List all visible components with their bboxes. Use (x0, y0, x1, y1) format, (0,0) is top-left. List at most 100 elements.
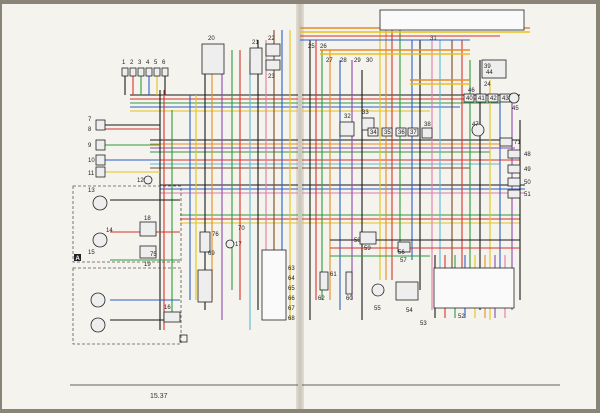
label-17: 17 (235, 242, 242, 248)
lamp-13 (92, 195, 108, 211)
label-63: 63 (288, 266, 295, 272)
label-65: 65 (288, 286, 295, 292)
label-69: 69 (208, 251, 215, 257)
label-1: 1 (122, 60, 126, 66)
label-12: 12 (137, 178, 144, 184)
label-11: 11 (88, 171, 95, 177)
label-55: 55 (374, 306, 381, 312)
label-76: 76 (212, 232, 219, 238)
connector-7 (95, 119, 106, 131)
battery-54 (395, 281, 419, 301)
label-42: 42 (490, 96, 497, 102)
label-59: 59 (364, 246, 371, 252)
connector-16 (163, 311, 181, 323)
lamp-45 (508, 92, 520, 104)
lamp-12 (143, 175, 153, 185)
label-28: 28 (340, 58, 347, 64)
label-54: 54 (406, 308, 413, 314)
connector-51 (507, 189, 521, 199)
label-62: 62 (318, 296, 325, 302)
label-43: 43 (502, 96, 509, 102)
label-70: 70 (238, 226, 245, 232)
label-39: 39 (484, 64, 491, 70)
label-66: 66 (288, 296, 295, 302)
label-57: 57 (400, 258, 407, 264)
label-27: 27 (326, 58, 333, 64)
label-2: 2 (130, 60, 134, 66)
connector-57 (397, 241, 411, 253)
connector-71 (499, 137, 513, 147)
label-41: 41 (478, 96, 485, 102)
fuse-box-52 (433, 267, 515, 309)
connector-32 (339, 121, 355, 137)
label-4: 4 (146, 60, 150, 66)
component-labels: 1 2 3 4 5 6 7 8 9 10 11 12 13 14 15 16 1… (88, 36, 531, 327)
right-page (300, 4, 596, 409)
label-9: 9 (88, 143, 92, 149)
box-a-label: A (76, 256, 81, 262)
connector-40 (463, 93, 475, 103)
lamp-77 (225, 239, 235, 249)
lamp-14b (90, 317, 106, 333)
connector-11 (95, 166, 106, 178)
sensor-62 (319, 271, 329, 291)
connector-37 (407, 127, 419, 137)
label-71: 71 (514, 140, 521, 146)
label-48: 48 (524, 152, 531, 158)
connector-36 (395, 127, 407, 137)
label-32: 32 (344, 114, 351, 120)
connector-34 (367, 127, 379, 137)
label-14: 14 (106, 228, 113, 234)
label-36: 36 (398, 130, 405, 136)
label-67: 67 (288, 306, 295, 312)
label-15: 15 (88, 250, 95, 256)
label-19: 19 (144, 262, 151, 268)
connector-block-63 (261, 249, 287, 321)
label-5: 5 (154, 60, 158, 66)
label-21: 21 (252, 40, 259, 46)
relay-19 (139, 245, 157, 259)
label-50: 50 (524, 180, 531, 186)
switch-2 (129, 67, 137, 77)
label-37: 37 (410, 130, 417, 136)
page-number: 15.37 (150, 393, 168, 400)
label-10: 10 (88, 158, 95, 164)
connector-38 (421, 127, 433, 139)
connector-31 (379, 9, 525, 31)
label-20: 20 (208, 36, 215, 42)
label-64: 64 (288, 276, 295, 282)
book-gutter (296, 4, 304, 409)
lamp-11b (90, 292, 106, 308)
label-29: 29 (354, 58, 361, 64)
connector-49 (507, 164, 521, 174)
connector-10 (95, 154, 106, 166)
connector-41 (475, 93, 487, 103)
lamp-55 (371, 283, 385, 297)
block-76 (199, 231, 211, 253)
connector-23 (265, 59, 281, 71)
relay-18 (139, 221, 157, 237)
label-13: 13 (88, 188, 95, 194)
connector-42 (487, 93, 499, 103)
label-52: 52 (458, 314, 465, 320)
label-61: 61 (330, 272, 337, 278)
label-75: 75 (150, 252, 157, 258)
connector-9 (95, 139, 106, 151)
label-3: 3 (138, 60, 142, 66)
label-45: 45 (512, 106, 519, 112)
switch-5 (153, 67, 161, 77)
label-16: 16 (164, 305, 171, 311)
label-34: 34 (370, 130, 377, 136)
label-6: 6 (162, 60, 166, 66)
box-a-marker (74, 254, 81, 261)
label-35: 35 (384, 130, 391, 136)
label-18: 18 (144, 216, 151, 222)
label-46: 46 (468, 88, 475, 94)
label-58: 58 (354, 238, 361, 244)
connector-20 (201, 43, 225, 75)
label-44: 44 (486, 70, 493, 76)
label-24: 24 (484, 82, 491, 88)
label-56: 56 (398, 250, 405, 256)
label-31: 31 (430, 36, 437, 42)
